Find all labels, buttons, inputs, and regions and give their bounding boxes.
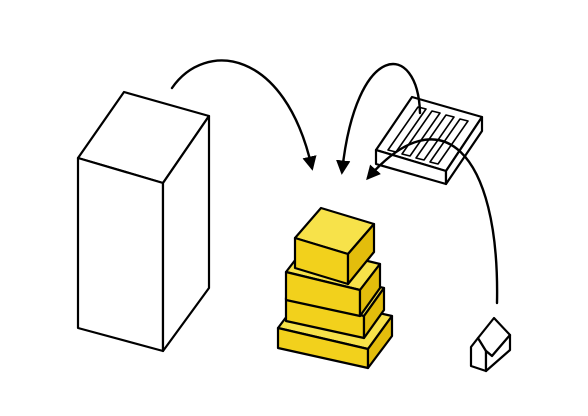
tall-tower-block	[76, 90, 211, 353]
arrows	[170, 59, 499, 305]
slatted-slab-block	[374, 95, 484, 186]
small-house	[469, 316, 512, 373]
arrow-slab-to-stack	[336, 62, 422, 175]
yellow-block-top	[293, 206, 376, 286]
stacked-yellow-blocks	[276, 206, 394, 370]
arrow-house-to-stack	[366, 138, 499, 305]
arrow-tower-to-stack	[170, 59, 317, 171]
